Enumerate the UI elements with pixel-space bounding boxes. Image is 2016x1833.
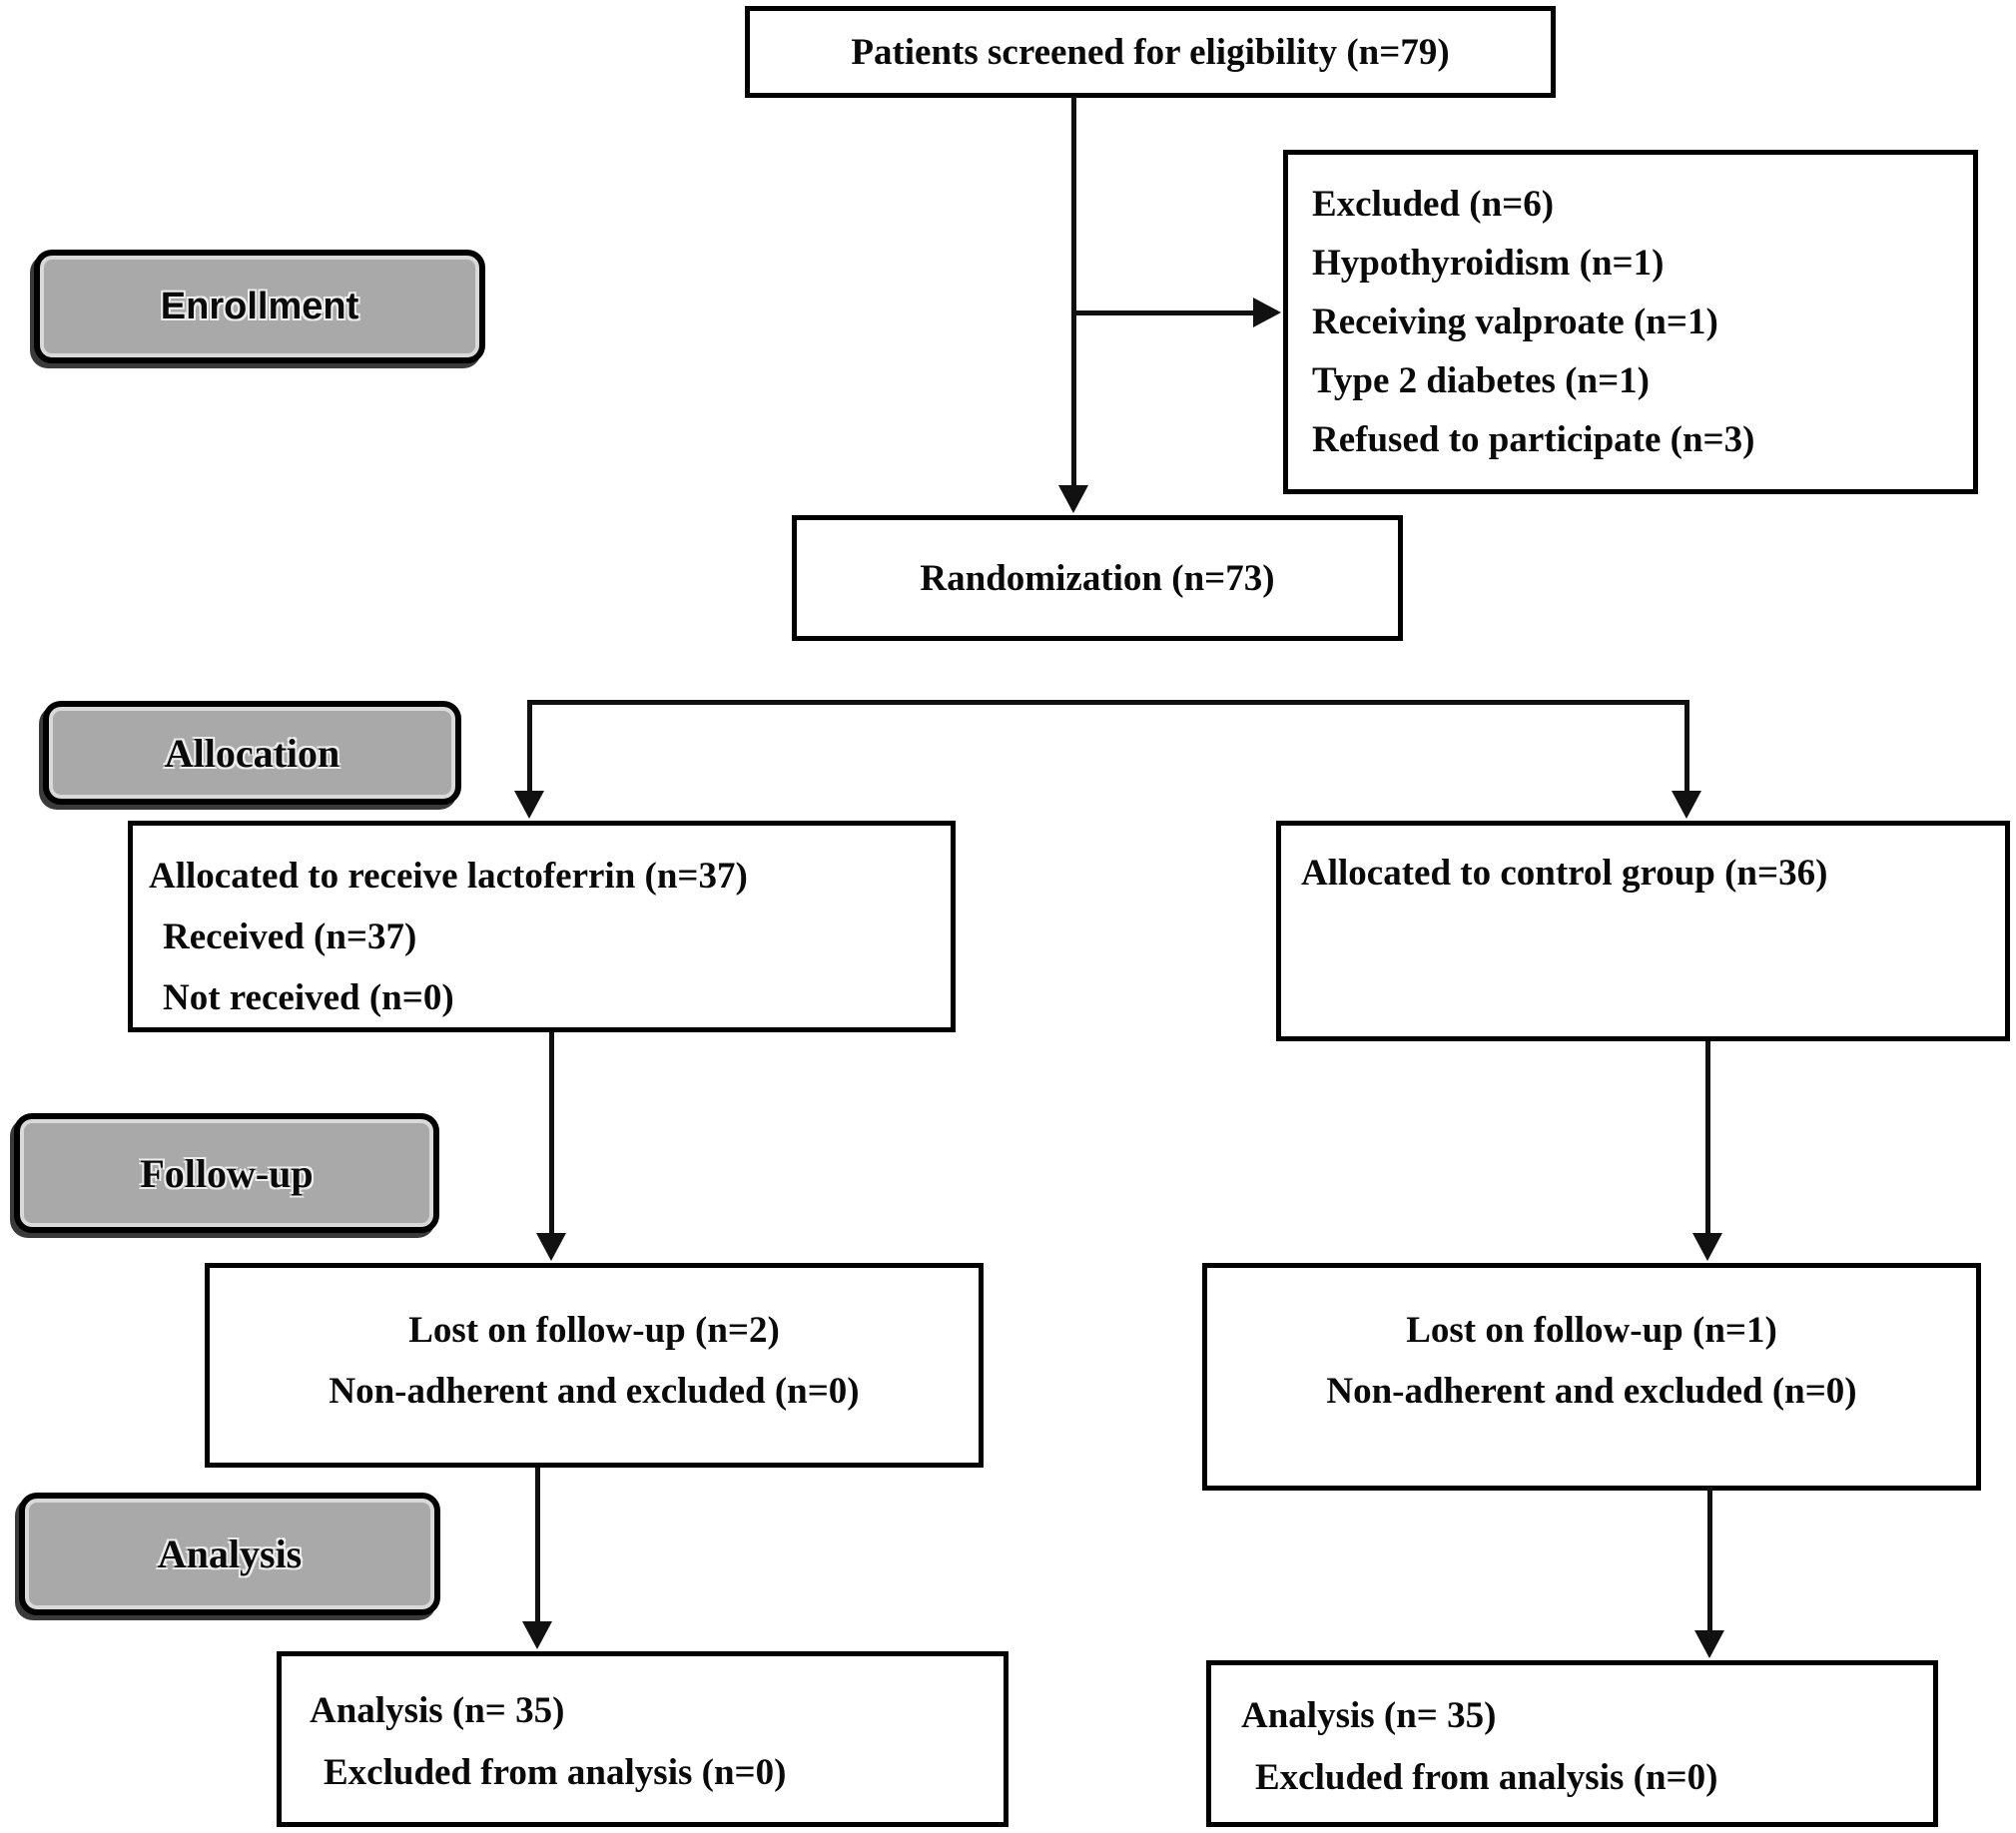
excluded-reason-refused: Refused to participate (n=3) bbox=[1312, 419, 1755, 460]
arrowhead-to-randomization bbox=[1058, 485, 1088, 513]
screened-box: Patients screened for eligibility (n=79) bbox=[745, 6, 1556, 98]
connector-branch-to-control bbox=[1684, 700, 1689, 791]
alloc-control-total: Allocated to control group (n=36) bbox=[1301, 853, 1828, 894]
excluded-reason-hypothyroidism: Hypothyroidism (n=1) bbox=[1312, 243, 1665, 284]
connector-control-to-followup bbox=[1705, 1041, 1710, 1233]
stage-label-followup-text: Follow-up bbox=[140, 1150, 314, 1196]
alloc-lactoferrin-not-received: Not received (n=0) bbox=[163, 977, 454, 1018]
followup-lactoferrin-lost: Lost on follow-up (n=2) bbox=[408, 1310, 780, 1351]
allocation-control-box: Allocated to control group (n=36) bbox=[1276, 821, 2010, 1041]
randomization-text: Randomization (n=73) bbox=[920, 557, 1275, 599]
stage-label-analysis: Analysis bbox=[19, 1493, 440, 1615]
arrowhead-to-control-allocation bbox=[1672, 791, 1701, 819]
screened-text: Patients screened for eligibility (n=79) bbox=[851, 31, 1450, 73]
connector-allocation-branch bbox=[527, 700, 1689, 705]
connector-screened-to-randomization bbox=[1071, 96, 1076, 489]
arrowhead-to-control-followup bbox=[1692, 1233, 1722, 1261]
randomization-box: Randomization (n=73) bbox=[792, 515, 1403, 641]
stage-label-allocation: Allocation bbox=[43, 701, 461, 805]
analysis-lactoferrin-box: Analysis (n= 35) Excluded from analysis … bbox=[277, 1651, 1008, 1827]
analysis-lactoferrin-total: Analysis (n= 35) bbox=[310, 1690, 565, 1731]
excluded-reason-valproate: Receiving valproate (n=1) bbox=[1312, 302, 1718, 342]
analysis-control-excluded: Excluded from analysis (n=0) bbox=[1255, 1757, 1718, 1798]
followup-lactoferrin-box: Lost on follow-up (n=2) Non-adherent and… bbox=[205, 1263, 984, 1468]
arrowhead-to-lactoferrin-followup bbox=[536, 1233, 566, 1261]
followup-control-box: Lost on follow-up (n=1) Non-adherent and… bbox=[1202, 1263, 1981, 1491]
stage-label-analysis-text: Analysis bbox=[157, 1531, 303, 1576]
arrowhead-to-control-analysis bbox=[1694, 1630, 1724, 1658]
followup-control-nonadherent: Non-adherent and excluded (n=0) bbox=[1326, 1371, 1857, 1412]
allocation-lactoferrin-box: Allocated to receive lactoferrin (n=37) … bbox=[128, 821, 956, 1032]
excluded-total: Excluded (n=6) bbox=[1312, 184, 1555, 225]
excluded-reason-diabetes: Type 2 diabetes (n=1) bbox=[1312, 360, 1650, 401]
analysis-control-total: Analysis (n= 35) bbox=[1241, 1695, 1497, 1736]
stage-label-followup: Follow-up bbox=[14, 1113, 439, 1233]
connector-lactoferrin-to-followup bbox=[549, 1032, 554, 1233]
analysis-control-box: Analysis (n= 35) Excluded from analysis … bbox=[1206, 1660, 1938, 1827]
connector-control-to-analysis bbox=[1707, 1488, 1712, 1630]
analysis-lactoferrin-excluded: Excluded from analysis (n=0) bbox=[324, 1752, 787, 1793]
arrowhead-to-lactoferrin-allocation bbox=[514, 791, 544, 819]
connector-lactoferrin-to-analysis bbox=[535, 1468, 540, 1621]
connector-to-excluded bbox=[1075, 310, 1255, 315]
arrowhead-to-lactoferrin-analysis bbox=[522, 1621, 552, 1649]
stage-label-enrollment: Enrollment bbox=[34, 250, 485, 363]
excluded-box: Excluded (n=6) Hypothyroidism (n=1) Rece… bbox=[1283, 150, 1978, 494]
stage-label-enrollment-text: Enrollment bbox=[160, 285, 359, 327]
alloc-lactoferrin-received: Received (n=37) bbox=[163, 916, 417, 957]
followup-control-lost: Lost on follow-up (n=1) bbox=[1406, 1310, 1777, 1351]
alloc-lactoferrin-total: Allocated to receive lactoferrin (n=37) bbox=[149, 856, 748, 897]
arrowhead-to-excluded bbox=[1253, 298, 1281, 327]
followup-lactoferrin-nonadherent: Non-adherent and excluded (n=0) bbox=[329, 1371, 860, 1412]
stage-label-allocation-text: Allocation bbox=[164, 730, 340, 776]
connector-branch-to-lactoferrin bbox=[527, 700, 532, 791]
